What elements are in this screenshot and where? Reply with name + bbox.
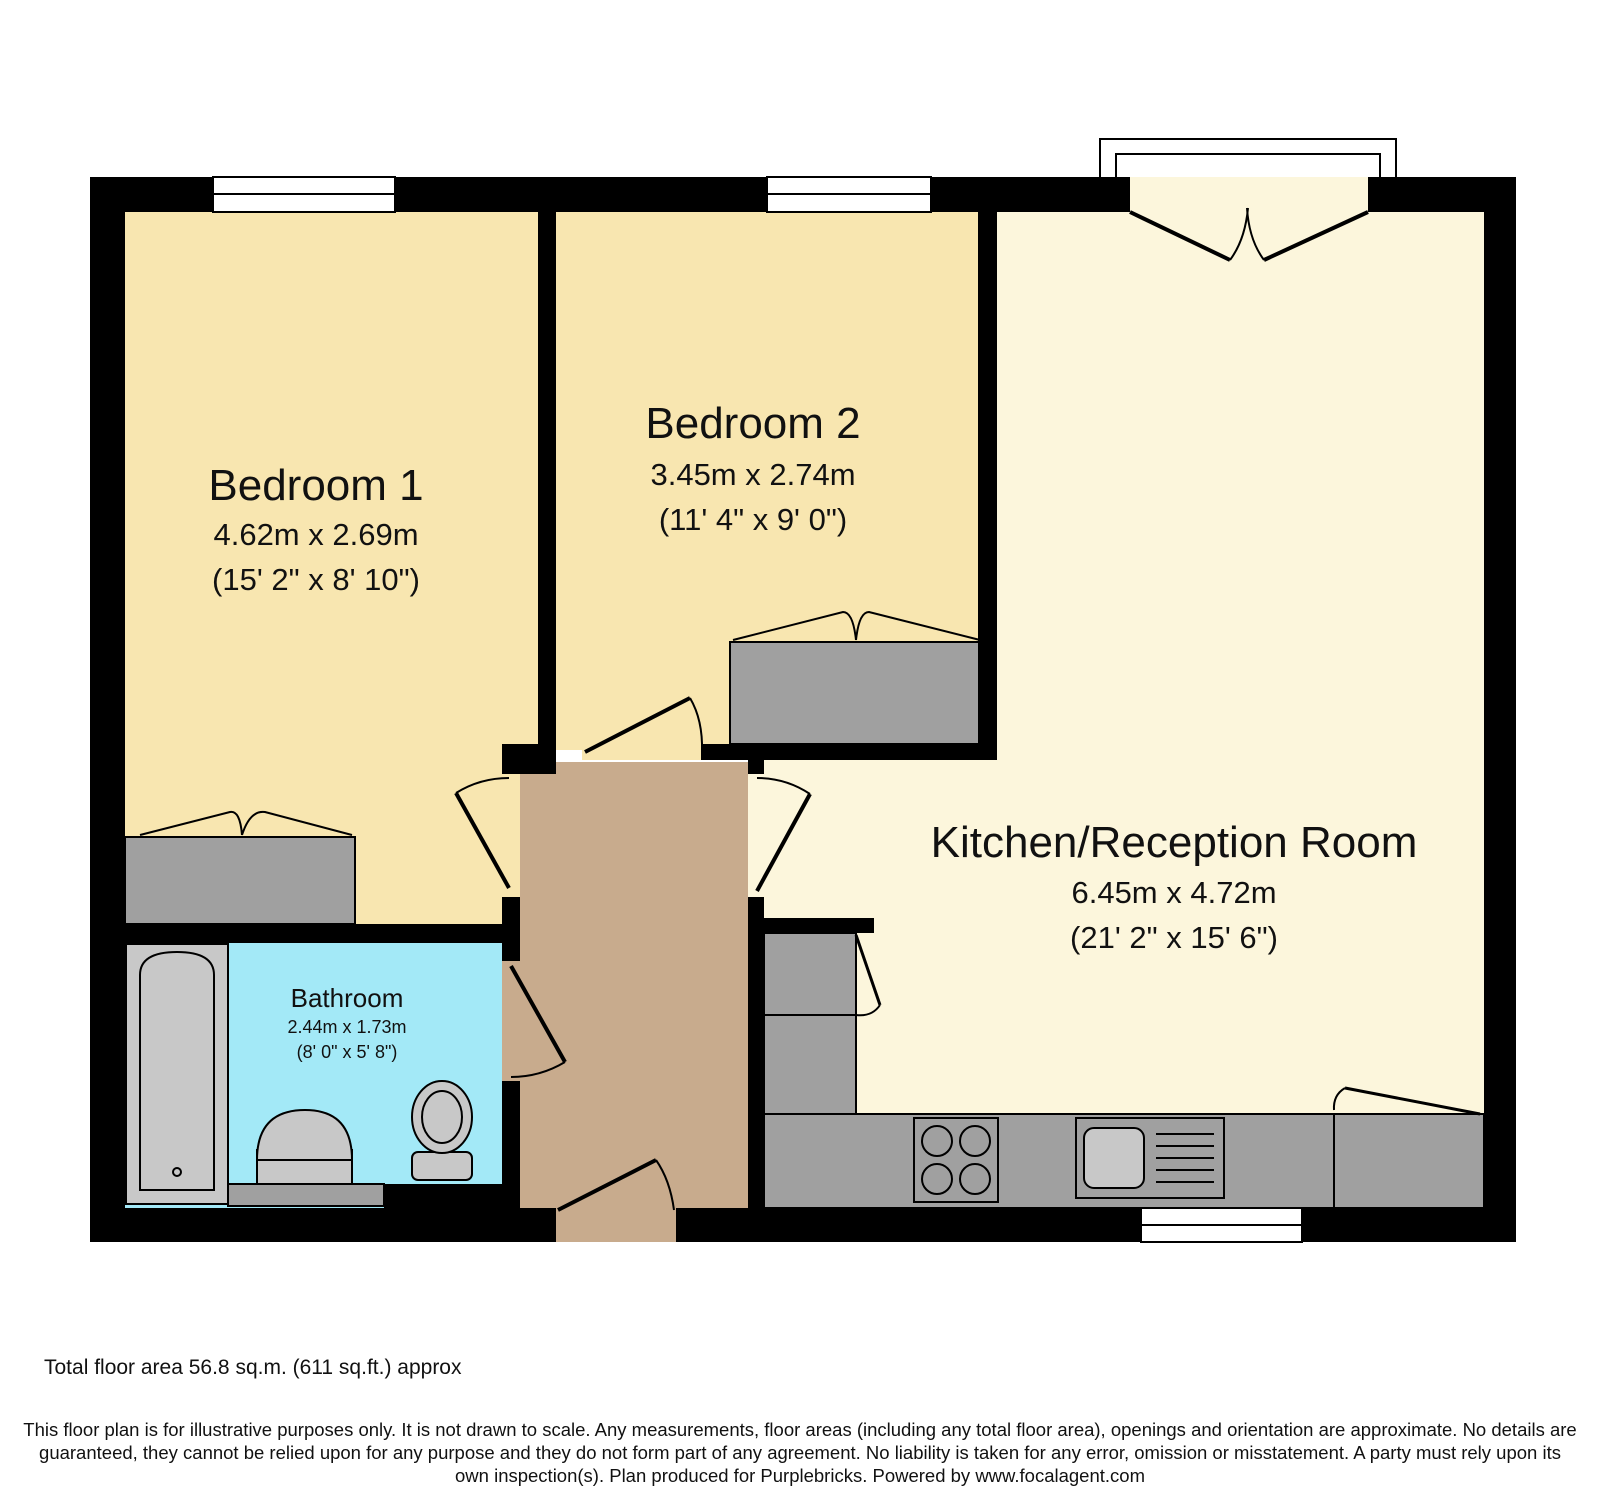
hob-icon <box>913 1117 999 1203</box>
hallway-floor <box>520 762 748 1208</box>
total-floor-area: Total floor area 56.8 sq.m. (611 sq.ft.)… <box>44 1356 462 1379</box>
bedroom-2-name: Bedroom 2 <box>645 399 860 448</box>
bathroom-metric: 2.44m x 1.73m <box>287 1017 406 1037</box>
sink-icon <box>1075 1117 1225 1199</box>
bedroom-1-wardrobe <box>124 836 356 925</box>
bedroom-2-imperial: (11' 4" x 9' 0") <box>659 502 847 537</box>
floor-plan: Bedroom 1 4.62m x 2.69m (15' 2" x 8' 10"… <box>90 138 1516 1243</box>
kitchen-reception-name: Kitchen/Reception Room <box>931 818 1418 867</box>
bedroom-2-wardrobe <box>729 641 986 745</box>
kitchen-reception-imperial: (21' 2" x 15' 6") <box>1070 920 1278 955</box>
kitchen-reception-floor <box>760 212 1484 1208</box>
bathroom-name: Bathroom <box>291 983 404 1013</box>
balcony-opening <box>1130 177 1368 212</box>
bath-icon <box>125 943 229 1205</box>
window-icon <box>766 176 932 213</box>
toilet-icon <box>411 1080 473 1181</box>
bathroom-ledge <box>227 1183 385 1207</box>
walls <box>90 177 1516 1242</box>
bathroom-imperial: (8' 0" x 5' 8") <box>297 1042 398 1062</box>
basin-icon <box>255 1108 354 1185</box>
kitchen-reception-metric: 6.45m x 4.72m <box>1071 875 1276 910</box>
bedroom-1-floor <box>125 212 538 924</box>
disclaimer-text: This floor plan is for illustrative purp… <box>23 1419 1577 1486</box>
door-icon <box>139 207 1481 1212</box>
kitchen-door-opening <box>748 774 764 897</box>
window-icon <box>1140 1207 1303 1243</box>
bathroom-door-opening <box>502 961 520 1081</box>
bedroom-2-metric: 3.45m x 2.74m <box>650 457 855 492</box>
bedroom1-door-opening <box>502 774 520 897</box>
entrance-opening <box>556 1208 676 1242</box>
balcony-railing <box>1099 138 1397 177</box>
bedroom-1-imperial: (15' 2" x 8' 10") <box>212 562 420 597</box>
window-icon <box>212 176 396 213</box>
bedroom-1-name: Bedroom 1 <box>208 461 423 510</box>
bedroom-1-metric: 4.62m x 2.69m <box>213 517 418 552</box>
bedroom2-door-opening <box>582 744 701 760</box>
